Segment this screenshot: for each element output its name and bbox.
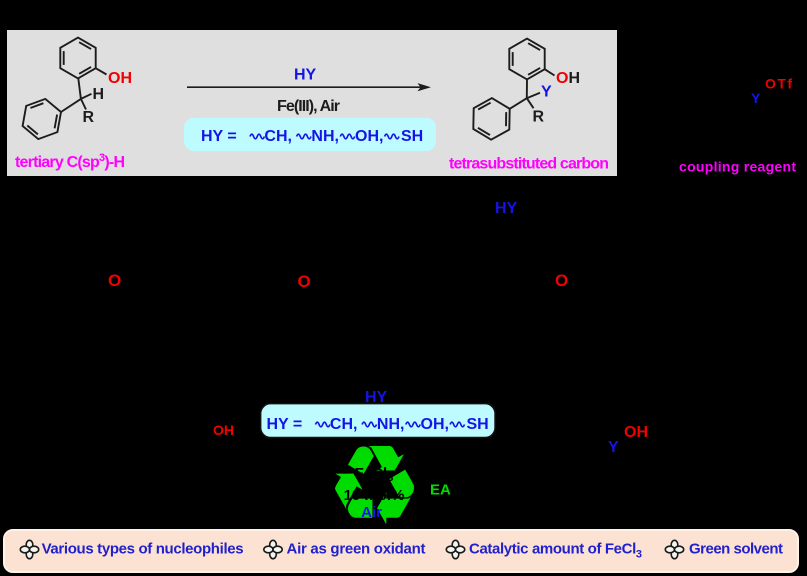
svg-text:O: O — [298, 272, 311, 291]
svg-text:Fe(III), Air: Fe(III), Air — [277, 98, 340, 115]
svg-text:Catalytic amount of FeCl3: Catalytic amount of FeCl3 — [469, 541, 642, 561]
svg-text:FeCl3: FeCl3 — [355, 465, 394, 484]
svg-text:10 mol%: 10 mol% — [344, 487, 405, 504]
svg-text:Y: Y — [608, 439, 619, 456]
svg-text:Y: Y — [541, 84, 552, 101]
svg-text:OH: OH — [213, 422, 234, 438]
svg-text:Air: Air — [361, 504, 382, 521]
svg-text:coupling reagent: coupling reagent — [679, 159, 796, 175]
svg-text:OH: OH — [108, 70, 132, 87]
svg-text:HY: HY — [495, 200, 518, 217]
svg-text:CH,: CH, — [264, 128, 292, 145]
svg-text:OH: OH — [624, 424, 648, 441]
svg-text:NH,: NH, — [311, 128, 339, 145]
svg-text:O: O — [555, 271, 568, 290]
svg-text:tertiary C(sp3)-H: tertiary C(sp3)-H — [15, 152, 125, 171]
svg-text:R: R — [533, 109, 545, 126]
svg-text:tetrasubstituted carbon: tetrasubstituted carbon — [449, 156, 609, 173]
svg-text:HY =: HY = — [201, 128, 237, 145]
svg-text:OH: OH — [556, 70, 580, 87]
svg-text:OH,: OH, — [421, 416, 449, 433]
svg-text:SH: SH — [467, 416, 489, 433]
svg-text:HY =: HY = — [267, 416, 303, 433]
svg-text:OH,: OH, — [355, 128, 383, 145]
svg-text:O: O — [108, 271, 121, 290]
svg-text:CH,: CH, — [330, 416, 358, 433]
svg-text:Various types of nucleophiles: Various types of nucleophiles — [42, 541, 244, 558]
svg-text:HY: HY — [294, 67, 317, 84]
svg-text:H: H — [93, 86, 105, 103]
svg-text:Air as green oxidant: Air as green oxidant — [287, 541, 426, 558]
svg-text:HY: HY — [365, 389, 388, 406]
svg-text:R: R — [83, 109, 95, 126]
svg-text:SH: SH — [401, 128, 423, 145]
svg-text:NH,: NH, — [377, 416, 405, 433]
svg-text:OTf: OTf — [765, 76, 792, 92]
svg-text:EA: EA — [430, 482, 451, 499]
svg-text:Green solvent: Green solvent — [689, 541, 783, 558]
svg-text:Y: Y — [751, 90, 761, 106]
